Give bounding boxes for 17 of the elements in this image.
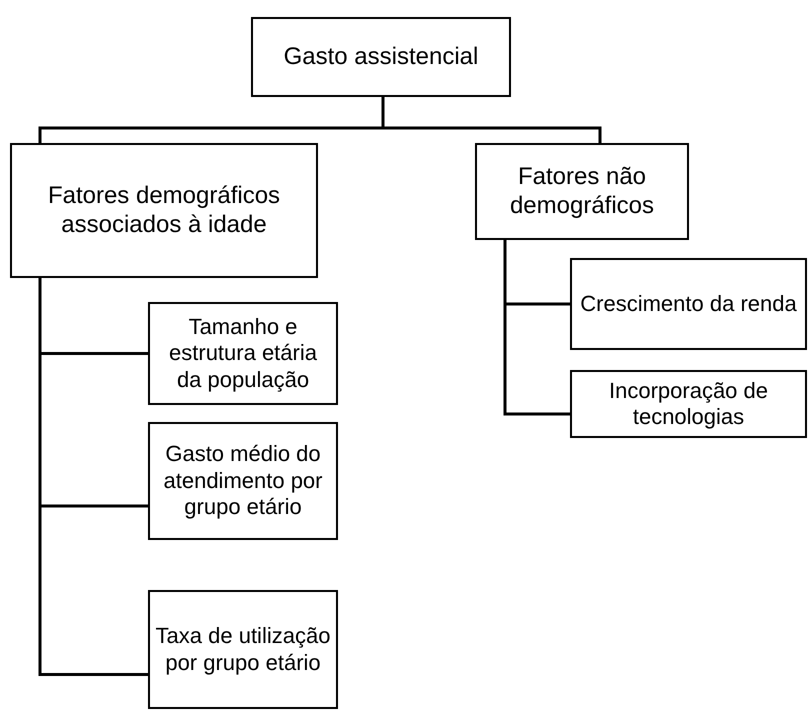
connector-line <box>382 97 602 143</box>
box-label: Gasto médio do atendimento por grupo etário <box>162 441 324 521</box>
text-box <box>148 590 338 709</box>
box-label: Taxa de utilização por grupo etário <box>154 623 332 676</box>
box-label: Gasto assistencial <box>284 42 478 72</box>
text-box <box>10 143 318 278</box>
text-box <box>570 258 807 350</box>
box-label: Fatores não demográficos <box>508 162 656 220</box>
text-box <box>570 370 807 438</box>
box-label: Tamanho e estrutura etária da população <box>168 314 318 394</box>
text-box <box>148 302 338 405</box>
box-label: Incorporação de tecnologias <box>608 378 769 430</box>
text-box <box>475 143 689 240</box>
box-label: Fatores demográficos associados à idade <box>46 182 282 240</box>
text-box <box>251 17 511 97</box>
text-box <box>148 422 338 540</box>
box-label: Crescimento da renda <box>580 290 797 318</box>
